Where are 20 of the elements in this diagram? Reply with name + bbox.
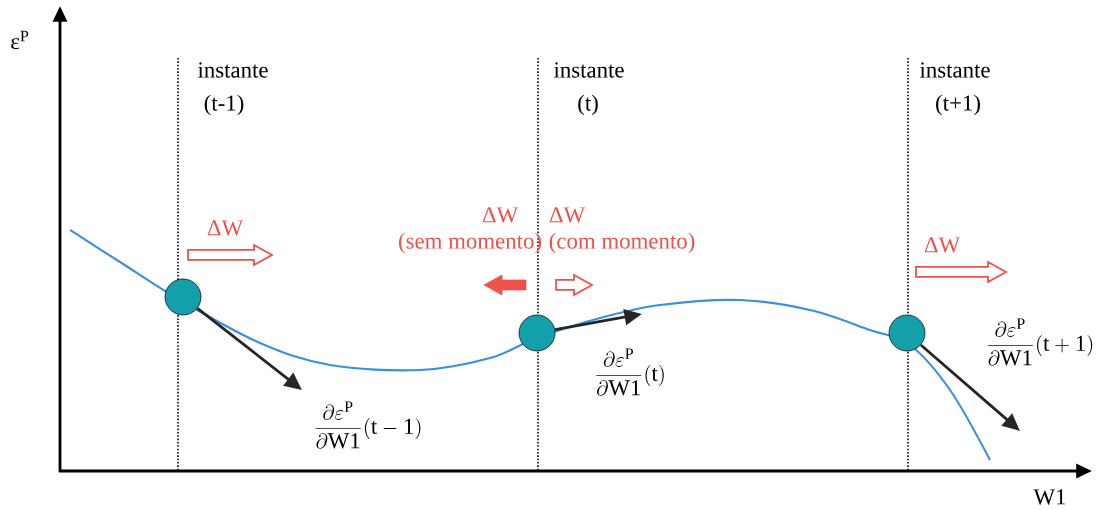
gradient-formula: $\frac{\partial\mathrm{\varepsilon}^{\mathrm{P}}}{\partial \mathrm{W1}}\mathrm{(t-1)}$ xyxy=(315,401,421,449)
ball xyxy=(518,314,556,352)
time-label: instante xyxy=(197,62,268,78)
ball xyxy=(888,314,926,352)
momentum-label: (sem momento) xyxy=(399,232,542,254)
gradient-formula: $\frac{\partial\mathrm{\varepsilon}^{\mathrm{P}}}{\partial \mathrm{W1}}\mathrm{(t+1)}$ xyxy=(987,318,1093,366)
gradient-formula: $\frac{\partial\mathrm{\varepsilon}^{\mathrm{P}}}{\partial \mathrm{W1}}\mathrm{(t)}$ xyxy=(596,348,664,396)
axis-label: ε$^{P}$ xyxy=(11,30,29,50)
ball xyxy=(164,278,202,316)
time-label: instante xyxy=(553,62,624,78)
time-label: instante xyxy=(919,62,990,78)
momentum-label: (com momento) xyxy=(549,232,695,254)
time-label: (t+1) xyxy=(936,94,980,116)
delta-label: ΔW xyxy=(482,207,519,223)
time-label: (t-1) xyxy=(204,94,244,116)
axis-label: W1 xyxy=(1033,489,1066,505)
time-label: (t) xyxy=(578,94,598,116)
delta-label: ΔW xyxy=(924,237,961,253)
delta-label: ΔW xyxy=(549,207,586,223)
delta-label: ΔW xyxy=(207,220,244,236)
